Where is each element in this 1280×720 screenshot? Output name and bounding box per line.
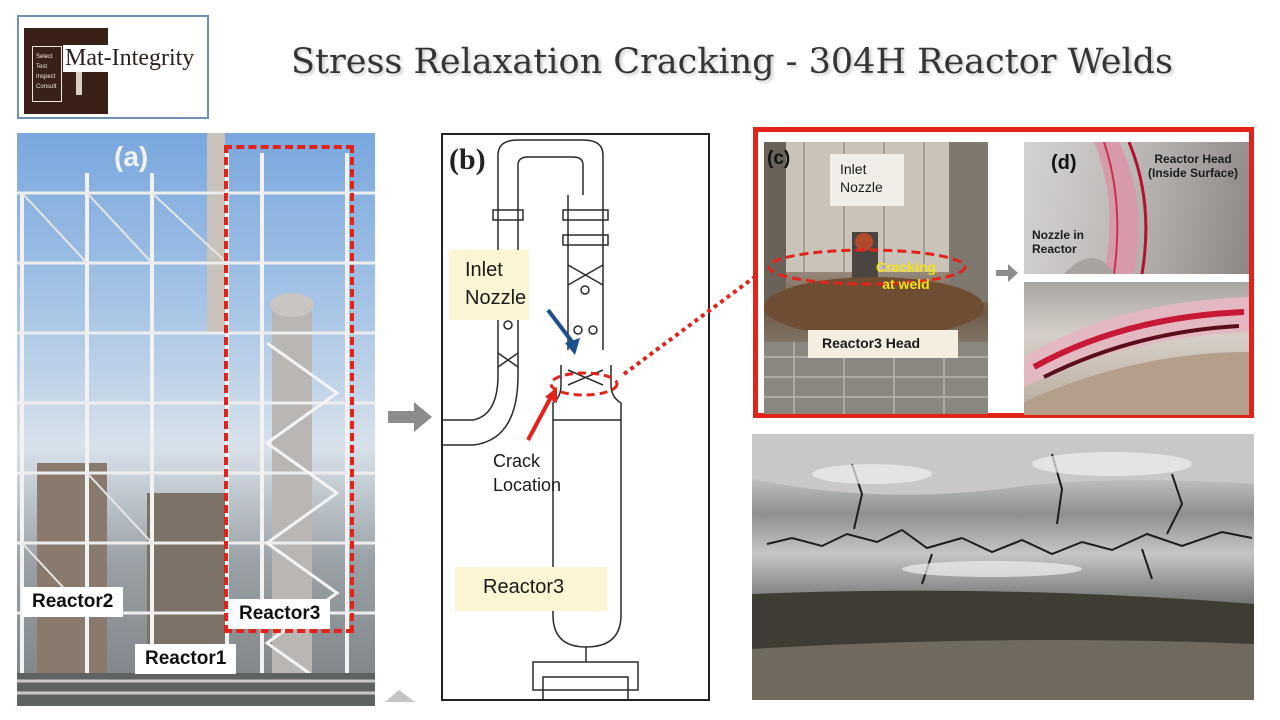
cracking-line1: Cracking [876,259,936,275]
arrow-right-icon [388,402,432,432]
logo-name: Mat-Integrity [63,45,197,72]
arrow-right-small-icon [996,264,1018,282]
nozzle-in-line2: Reactor [1032,242,1077,256]
logo-line-consult: Consult [36,84,57,90]
logo-tagline: Select Test Inspect Consult [36,52,56,92]
reactor1-label: Reactor1 [135,644,237,674]
cracking-line2: at weld [882,276,930,292]
chevron-down-icon [385,690,415,702]
reactor-head-inside-note: Reactor Head (Inside Surface) [1148,152,1238,180]
cracking-at-weld-callout: Cracking at weld [876,259,936,293]
field-photos-frame: (c) Inlet Nozzle Cracking at weld Reacto… [753,127,1254,418]
inlet-nozzle-line1: Inlet [465,259,503,281]
inlet-nozzle-note: Inlet Nozzle [449,250,529,320]
panel-c-inlet-line2: Nozzle [840,179,883,195]
dye-penetrant-crack-illustration [1024,297,1249,415]
logo-square [32,46,62,102]
cracked-weld-photo [752,434,1254,700]
reactor3-highlight-box [224,145,354,633]
reactor-head-line1: Reactor Head [1154,152,1232,166]
reactor-schematic-drawing [443,139,639,699]
panel-b-schematic: (b) Inlet Nozzle Crack Location Reactor3 [441,133,710,701]
panel-b-label: (b) [449,143,486,176]
reactor3-label: Reactor3 [229,599,331,629]
panel-d-photo-top: (d) Reactor Head (Inside Surface) Nozzle… [1024,142,1249,274]
panel-d-label: (d) [1051,152,1077,174]
slide-title: Stress Relaxation Cracking - 304H Reacto… [290,42,1174,82]
panel-c-inlet-line1: Inlet [840,161,867,177]
crack-location-note: Crack Location [493,449,561,497]
nozzle-in-line1: Nozzle in [1032,228,1085,242]
nozzle-in-reactor-note: Nozzle in Reactor [1032,228,1084,256]
panel-a-label: (a) [114,141,149,172]
logo-line-test: Test [36,64,48,70]
reactor-head-inside-illustration [1064,142,1148,274]
weld-crack-illustration [752,434,1254,700]
logo-line-inspect: Inspect [36,74,56,80]
reactor2-label: Reactor2 [22,587,124,617]
crack-location-line1: Crack [493,451,541,471]
panel-d-photo-bottom [1024,282,1249,415]
panel-c-inlet-nozzle: Inlet Nozzle [830,154,904,206]
crack-location-line2: Location [493,475,562,495]
company-logo: Select Test Inspect Consult Mat-Integrit… [17,15,209,119]
panel-c-photo: (c) Inlet Nozzle Cracking at weld Reacto… [764,142,988,414]
panel-a-plant-photo: (a) Reactor2 Reactor3 Reactor1 [17,133,375,706]
reactor-head-line2: (Inside Surface) [1148,166,1239,180]
panel-c-label: (c) [767,148,791,169]
reactor3-schematic-label: Reactor3 [455,567,607,611]
connector-dotted-line [622,274,758,376]
inlet-nozzle-line2: Nozzle [465,287,527,309]
reactor3-head-label: Reactor3 Head [808,330,958,358]
logo-line-select: Select [36,54,53,60]
